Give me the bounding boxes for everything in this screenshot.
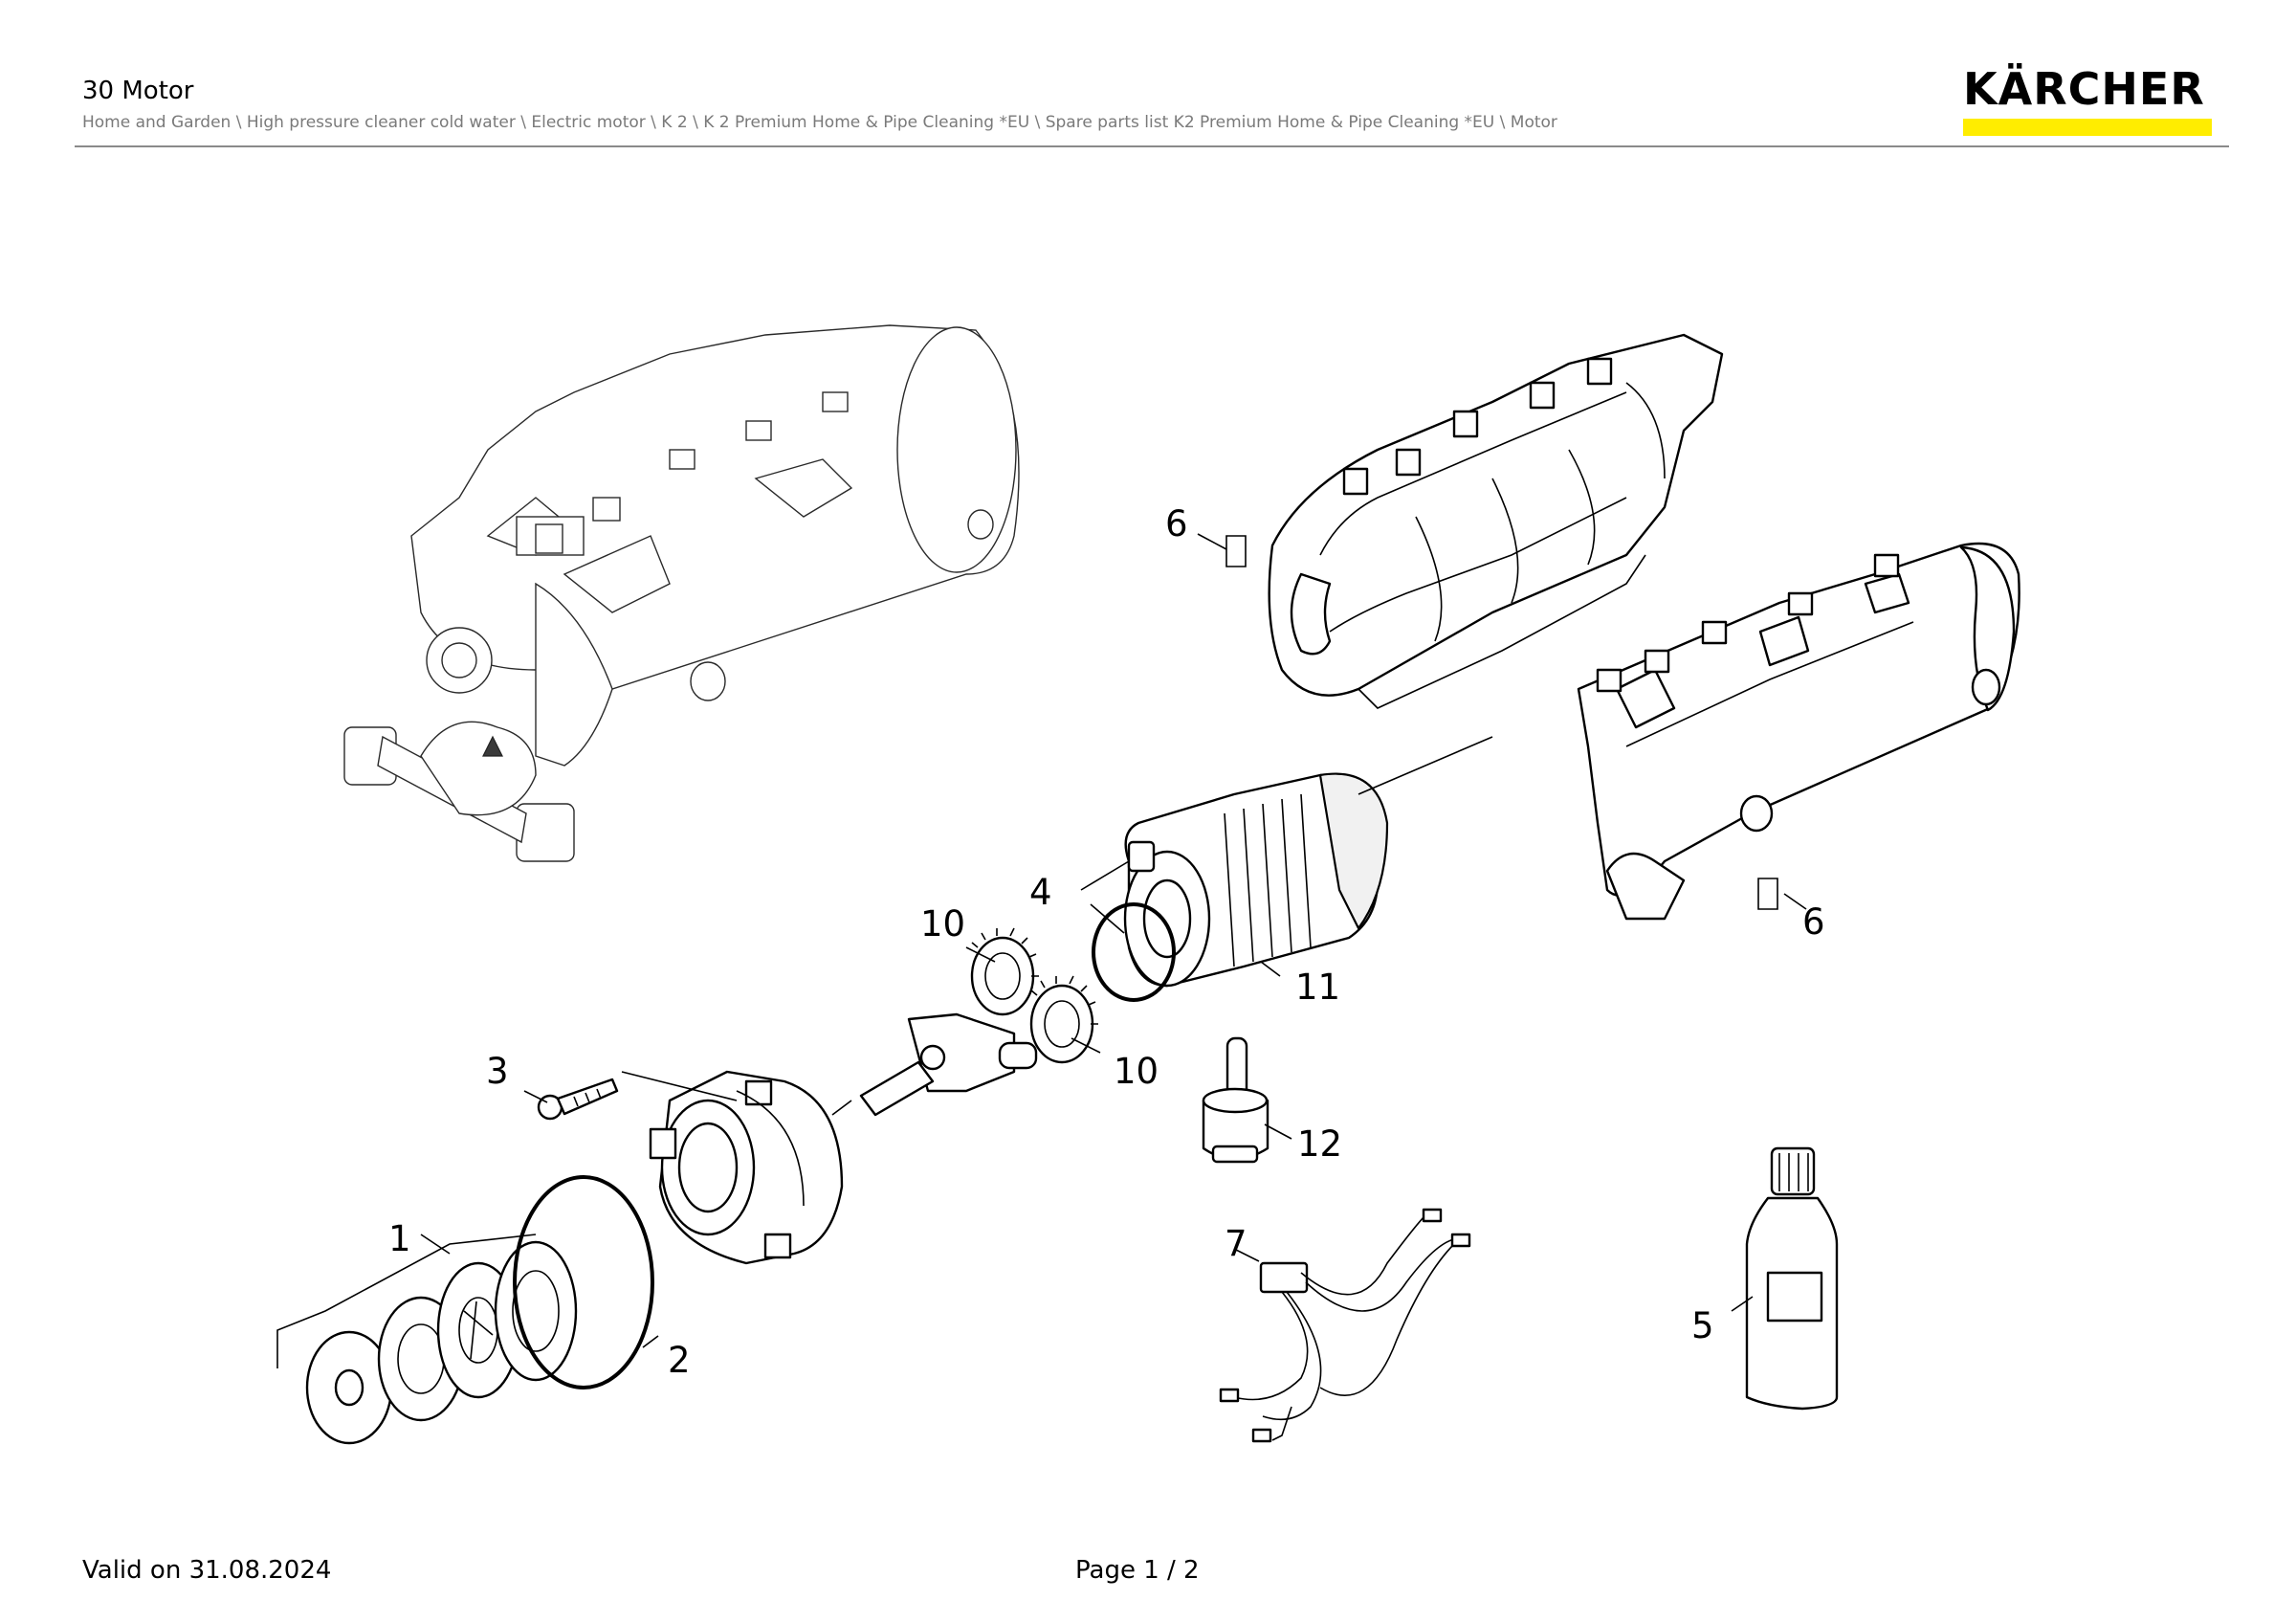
logo-wordmark: KÄRCHER [1963, 63, 2205, 115]
callout-12: 12 [1297, 1123, 1342, 1165]
gear-lower [1029, 975, 1098, 1064]
callout-6-upper: 6 [1165, 503, 1188, 545]
housing-shell-upper [1268, 333, 1724, 709]
callout-1: 1 [388, 1218, 411, 1259]
page-number: Page 1 / 2 [1075, 1556, 1200, 1585]
housing-shell-lower [1577, 542, 2020, 921]
motor-stator [1092, 772, 1389, 1002]
logo-yellow-bar [1963, 119, 2212, 136]
callout-3: 3 [486, 1051, 509, 1092]
callout-10-upper: 10 [920, 903, 965, 945]
cable-harness [1219, 1208, 1471, 1443]
leader-lines [276, 533, 1807, 1368]
bearing-assembly [305, 1240, 578, 1445]
callout-2: 2 [668, 1340, 691, 1381]
callout-7: 7 [1225, 1223, 1247, 1264]
header-divider [75, 145, 2229, 147]
gear-upper [970, 927, 1039, 1016]
callout-10-lower: 10 [1114, 1051, 1159, 1092]
callout-5: 5 [1691, 1305, 1714, 1346]
callout-6-lower: 6 [1802, 901, 1825, 943]
o-ring [513, 1175, 654, 1390]
callout-11: 11 [1295, 967, 1340, 1008]
pressure-sensor [1202, 1036, 1269, 1164]
screw [537, 1078, 619, 1121]
assembled-motor-unit [343, 324, 1020, 862]
pump-shaft [831, 1012, 1038, 1117]
breadcrumb: Home and Garden \ High pressure cleaner … [82, 113, 1557, 132]
oil-bottle [1745, 1146, 1839, 1411]
callout-4: 4 [1029, 872, 1052, 913]
gear-housing [649, 1070, 844, 1265]
page-title: 30 Motor [82, 77, 194, 105]
valid-date: Valid on 31.08.2024 [82, 1556, 332, 1585]
karcher-logo: KÄRCHER [1963, 67, 2216, 136]
